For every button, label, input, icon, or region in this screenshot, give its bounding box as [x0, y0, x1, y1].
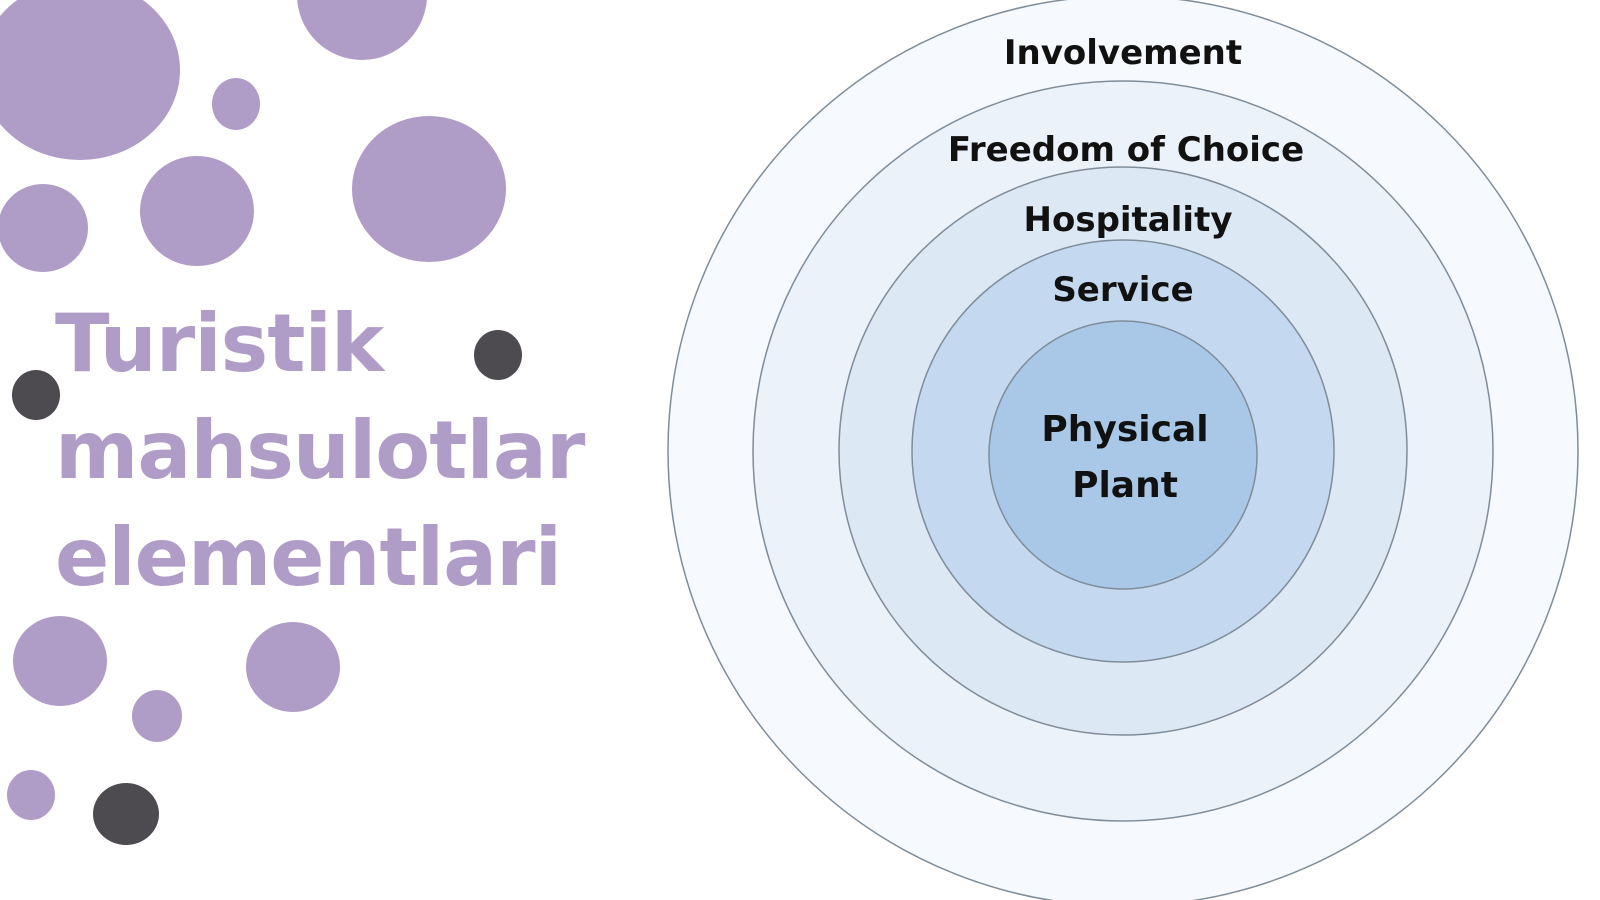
ring-label-freedom-of-choice: Freedom of Choice	[948, 130, 1304, 170]
decor-bubble	[0, 0, 180, 160]
ring-physical-plant	[988, 320, 1258, 590]
slide-title: Turistik mahsulotlar elementlari	[55, 290, 585, 611]
decor-bubble	[7, 770, 55, 820]
slide-title-line: Turistik	[55, 297, 384, 390]
decor-bubble	[13, 616, 107, 706]
decor-bubble	[12, 370, 60, 420]
ring-label-service: Service	[1052, 270, 1193, 310]
ring-label-plant: Plant	[1072, 465, 1178, 506]
ring-label-hospitality: Hospitality	[1024, 200, 1233, 240]
decor-bubble	[93, 783, 159, 845]
decor-bubble	[0, 184, 88, 272]
slide-title-line: mahsulotlar	[55, 404, 585, 497]
decor-bubble	[352, 116, 506, 262]
ring-label-involvement: Involvement	[1004, 33, 1242, 73]
decor-bubble	[474, 330, 522, 380]
decor-bubble	[132, 690, 182, 742]
decor-bubble	[140, 156, 254, 266]
ring-label-physical: Physical	[1041, 409, 1208, 450]
decor-bubble	[212, 78, 260, 130]
slide-title-line: elementlari	[55, 511, 562, 604]
decor-bubble	[246, 622, 340, 712]
